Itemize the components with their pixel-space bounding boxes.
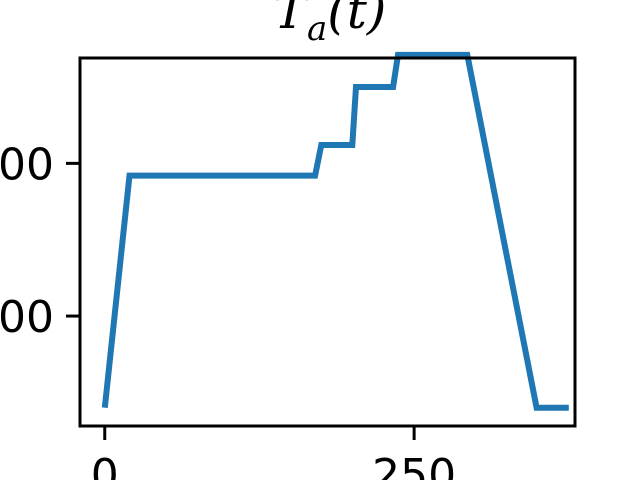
title-main: T — [274, 0, 311, 40]
chart-title: Ta(t) — [274, 0, 387, 49]
title-subscript: a — [307, 9, 327, 49]
y-tick-label-0: 00 — [0, 292, 54, 343]
series-line-0 — [101, 51, 569, 411]
axes-frame — [78, 56, 577, 428]
title-rest: (t) — [327, 0, 386, 40]
svg-text:Ta(t): Ta(t) — [274, 0, 387, 49]
x-tick-label-0: 0 — [91, 450, 119, 480]
y-tick-label-1: 00 — [0, 139, 54, 190]
x-tick-label-1: 250 — [372, 450, 456, 480]
